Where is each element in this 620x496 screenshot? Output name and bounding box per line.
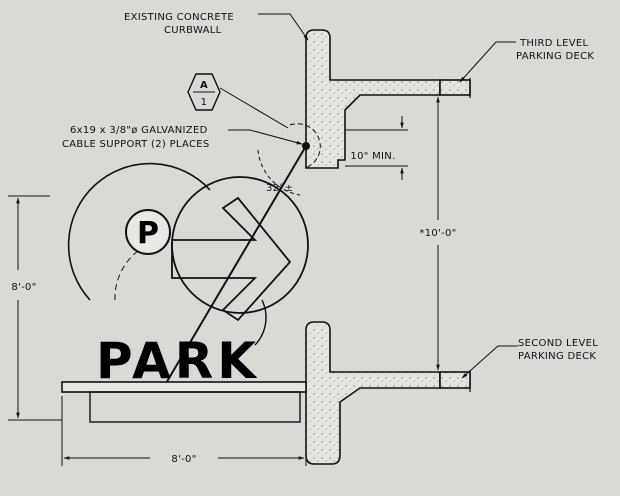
section-marker: A 1 <box>187 73 221 111</box>
arrow-icon <box>171 196 292 322</box>
curbwall-label-line1: EXISTING CONCRETE <box>124 12 234 23</box>
sign-park-text: PARK <box>96 332 260 390</box>
upper-curbwall <box>305 29 441 169</box>
third-level-deck <box>439 79 471 96</box>
second-level-label-line2: PARKING DECK <box>518 351 596 362</box>
sign-base-box <box>89 391 301 423</box>
sign-width-dimension <box>61 396 307 466</box>
angle-arc <box>257 149 301 196</box>
sign-lower-arc <box>254 299 267 346</box>
angle-label: 32°± <box>266 183 293 194</box>
floor-height-label: *10'-0" <box>419 228 456 239</box>
sign-p-letter: P <box>137 216 159 251</box>
min-clearance-dimension <box>345 116 408 180</box>
cable-label-line1: 6x19 x 3/8"ø GALVANIZED <box>70 125 208 136</box>
min-clearance-label: 10" MIN. <box>350 151 395 162</box>
section-leader <box>219 87 289 129</box>
section-letter: A <box>200 80 208 91</box>
cable-label-line2: CABLE SUPPORT (2) PLACES <box>62 139 210 150</box>
support-cable <box>161 145 307 391</box>
sign-base-plate <box>61 381 307 393</box>
sign-width-label: 8'-0" <box>171 454 196 465</box>
leader-lines <box>228 13 518 379</box>
sign-back-arc <box>67 162 211 301</box>
p-circle <box>125 209 171 255</box>
curbwall-label-line2: CURBWALL <box>164 25 222 36</box>
section-number: 1 <box>201 97 208 108</box>
sign-height-label: 8'-0" <box>11 282 36 293</box>
lower-curbwall <box>305 321 441 465</box>
sign-height-dimension <box>8 195 62 421</box>
second-level-label-line1: SECOND LEVEL <box>518 338 598 349</box>
third-level-label-line1: THIRD LEVEL <box>519 38 588 49</box>
detail-callout-circle <box>289 123 321 169</box>
third-level-label-line2: PARKING DECK <box>516 51 594 62</box>
